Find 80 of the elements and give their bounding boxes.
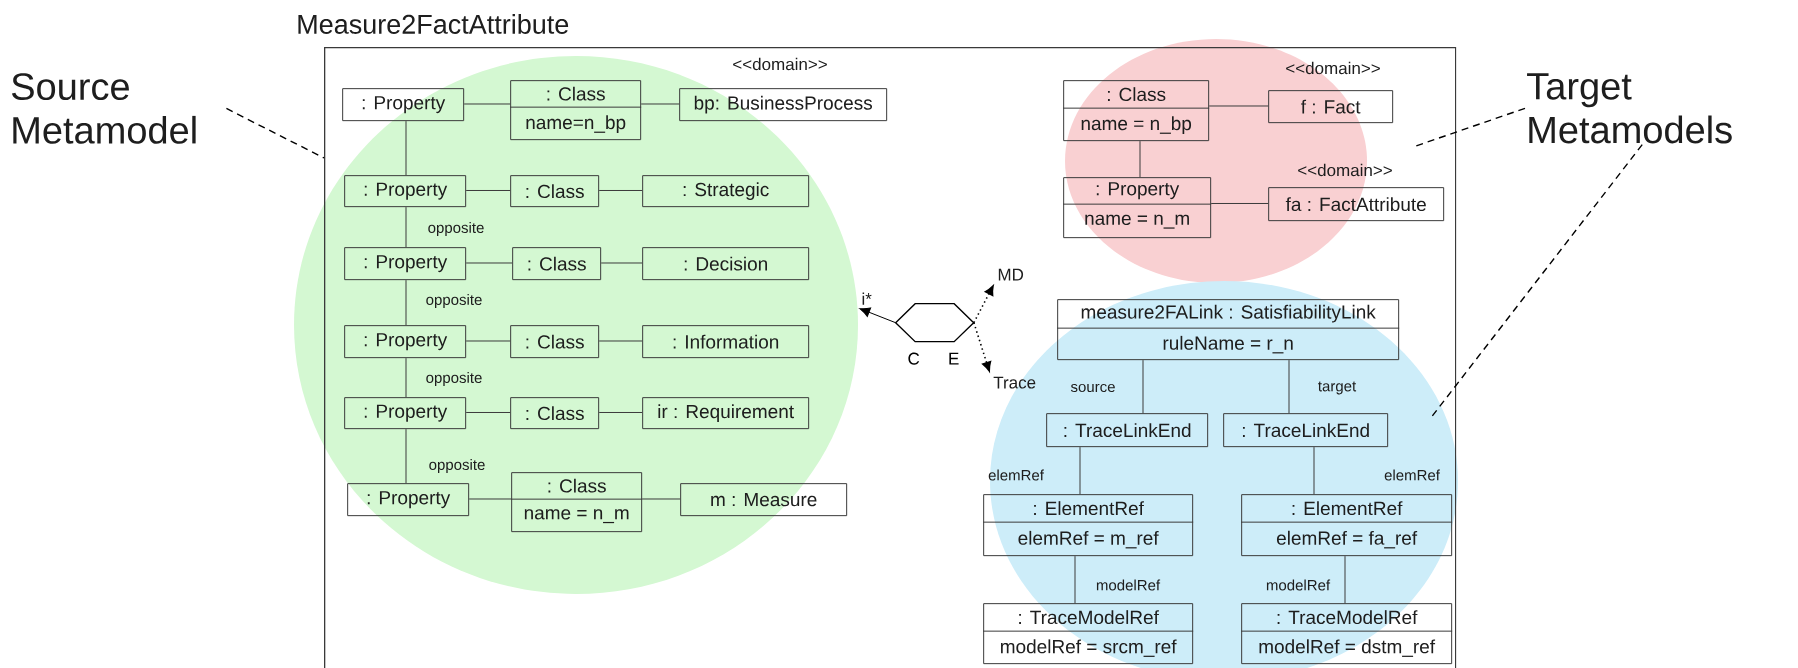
object-box: : Class name=n_bp: [509, 80, 642, 141]
connector-line: [405, 279, 407, 326]
object-box: : Class name = n_bp: [1062, 80, 1210, 142]
object-box: : Class: [510, 175, 600, 208]
object-box: : Property: [344, 175, 467, 208]
edge-label: opposite: [429, 459, 485, 473]
connector-line: [598, 340, 643, 342]
connector-line: [463, 103, 511, 105]
object-box: : Property: [344, 325, 467, 359]
connector-line: [1288, 359, 1290, 414]
connector-line: [465, 262, 513, 264]
object-box: : ElementRef elemRef = m_ref: [982, 494, 1194, 557]
connector-line: [598, 412, 643, 413]
connector-line: [1344, 555, 1346, 604]
object-box: m : Measure: [680, 483, 848, 517]
connector-line: [1142, 359, 1144, 414]
object-box: ir : Requirement: [642, 397, 810, 430]
object-box: : TraceModelRef modelRef = dstm_ref: [1240, 603, 1453, 665]
annotation-label: Target Metamodels: [1527, 73, 1732, 144]
object-box: : Class: [510, 325, 600, 359]
object-box: : Class: [510, 397, 600, 430]
object-box: : TraceModelRef modelRef = srcm_ref: [982, 603, 1194, 665]
object-box: fa : FactAttribute: [1268, 187, 1445, 222]
annotation-label: Source Metamodel: [11, 73, 196, 144]
edge-label: opposite: [426, 294, 482, 308]
object-box: : Class: [512, 247, 602, 281]
object-box: : Decision: [642, 247, 810, 281]
object-box: : Class name = n_m: [510, 472, 643, 533]
notation-label: i*: [862, 292, 872, 305]
object-box: : Property: [344, 397, 467, 430]
connector-line: [405, 120, 407, 176]
edge-label: opposite: [428, 222, 484, 236]
connector-line: [1074, 555, 1076, 604]
connector-line: [640, 103, 680, 105]
object-box: : Property: [342, 88, 465, 122]
object-box: : Property: [347, 483, 470, 517]
connector-line: [465, 190, 511, 191]
connector-line: [405, 206, 407, 248]
arrow: [973, 321, 992, 372]
edge-label: opposite: [426, 372, 482, 386]
arrow: [859, 307, 896, 324]
object-box: : Property name = n_m: [1062, 177, 1212, 239]
connector-line: [1079, 446, 1081, 495]
object-box: : Information: [642, 325, 810, 359]
object-box: : Property: [344, 247, 467, 281]
stereotype-label: <<domain>>: [733, 57, 827, 71]
connector-line: [600, 262, 643, 264]
leader-line: [225, 107, 325, 159]
node-label: Measure2FactAttribute: [298, 14, 569, 34]
object-box: : TraceLinkEnd: [1046, 413, 1209, 448]
object-box: : Strategic: [642, 175, 810, 208]
stereotype-label: <<domain>>: [1298, 163, 1392, 177]
arrow: [973, 285, 994, 324]
object-box: measure2FALink : SatisfiabilityLink ruleName = r_n: [1056, 299, 1400, 361]
connector-line: [405, 357, 407, 398]
connector-line: [465, 340, 511, 342]
corner-label: E: [949, 352, 959, 365]
connector-line: [1210, 203, 1269, 204]
edge-label: source: [1070, 383, 1115, 393]
connector-line: [405, 428, 407, 484]
connector-line: [641, 498, 681, 500]
corner-label: C: [908, 352, 920, 365]
stereotype-label: <<domain>>: [1286, 61, 1380, 75]
connector-line: [1139, 140, 1141, 178]
connector-line: [1313, 446, 1315, 495]
edge-label: modelRef: [1096, 579, 1161, 591]
edge-label: elemRef: [1384, 469, 1440, 481]
connector-line: [1208, 105, 1269, 107]
edge-label: modelRef: [1266, 579, 1331, 591]
connector-line: [468, 498, 512, 500]
object-box: : TraceLinkEnd: [1223, 413, 1389, 448]
object-box: : ElementRef elemRef = fa_ref: [1240, 494, 1453, 557]
notation-label: Trace: [993, 376, 1036, 389]
edge-label: elemRef: [988, 469, 1044, 481]
connector-line: [598, 190, 643, 191]
edge-label: target: [1318, 381, 1357, 395]
object-box: f : Fact: [1268, 90, 1394, 124]
object-box: bp: BusinessProcess: [679, 88, 888, 122]
connector-line: [465, 412, 511, 413]
notation-label: MD: [998, 268, 1024, 281]
